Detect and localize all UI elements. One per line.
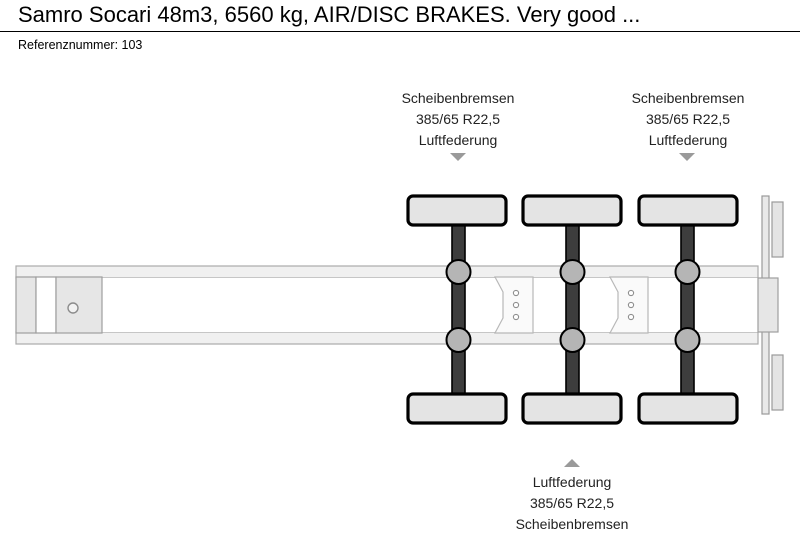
hub-1-lower bbox=[445, 327, 472, 353]
axle-bar-1 bbox=[451, 214, 466, 396]
spring-hanger-hole-b1 bbox=[627, 289, 635, 297]
annotation-top-right-line1: Scheibenbremsen bbox=[631, 90, 745, 106]
annotation-bottom-center-line1: Luftfederung bbox=[532, 474, 612, 490]
axle-bar-3 bbox=[680, 214, 695, 396]
annotation-top-right-line3: Luftfederung bbox=[648, 132, 728, 148]
rear-underrun-bumper bbox=[757, 195, 784, 415]
annotation-top-left-line3: Luftfederung bbox=[418, 132, 498, 148]
rear-cross-member bbox=[757, 277, 779, 333]
spring-hanger-hole-a3 bbox=[512, 313, 520, 321]
arrow-down-icon-left bbox=[450, 153, 466, 161]
wheel-3-lower bbox=[637, 392, 739, 425]
rear-post-upper bbox=[761, 195, 770, 281]
spring-hanger-hole-b3 bbox=[627, 313, 635, 321]
hub-3-upper bbox=[674, 259, 701, 285]
annotation-bottom-center: Luftfederung 385/65 R22,5 Scheibenbremse… bbox=[492, 472, 652, 535]
kingpin-plate-strip-1 bbox=[15, 276, 37, 334]
wheel-1-lower bbox=[406, 392, 508, 425]
spring-hanger-hole-a1 bbox=[512, 289, 520, 297]
wheel-1-upper bbox=[406, 194, 508, 227]
annotation-top-right-line2: 385/65 R22,5 bbox=[645, 111, 731, 127]
spring-hanger-hole-b2 bbox=[627, 301, 635, 309]
kingpin-plate-main bbox=[55, 276, 103, 334]
hub-2-upper bbox=[559, 259, 586, 285]
reference-number: Referenznummer: 103 bbox=[18, 38, 143, 52]
annotation-top-left: Scheibenbremsen 385/65 R22,5 Luftfederun… bbox=[378, 88, 538, 151]
arrow-up-icon-bottom bbox=[564, 459, 580, 467]
axle-group-2 bbox=[521, 194, 623, 425]
annotation-top-right: Scheibenbremsen 385/65 R22,5 Luftfederun… bbox=[608, 88, 768, 151]
wheel-2-upper bbox=[521, 194, 623, 227]
rear-bumper-pad-upper bbox=[771, 201, 784, 258]
annotation-top-left-line2: 385/65 R22,5 bbox=[415, 111, 501, 127]
axle-group-1 bbox=[406, 194, 508, 425]
rear-post-lower bbox=[761, 329, 770, 415]
annotation-top-left-line1: Scheibenbremsen bbox=[401, 90, 515, 106]
kingpin-plate-gap bbox=[35, 276, 57, 334]
chassis-rail-lower bbox=[15, 331, 759, 345]
spring-hanger-brackets bbox=[494, 276, 649, 334]
wheel-2-lower bbox=[521, 392, 623, 425]
annotation-bottom-center-line3: Scheibenbremsen bbox=[515, 516, 629, 532]
arrow-down-icon-right bbox=[679, 153, 695, 161]
page-title: Samro Socari 48m3, 6560 kg, AIR/DISC BRA… bbox=[18, 2, 641, 27]
wheel-3-upper bbox=[637, 194, 739, 227]
hub-2-lower bbox=[559, 327, 586, 353]
annotation-bottom-center-line2: 385/65 R22,5 bbox=[529, 495, 615, 511]
rear-bumper-pad-lower bbox=[771, 354, 784, 411]
kingpin-plate bbox=[15, 276, 103, 334]
header-bar: Samro Socari 48m3, 6560 kg, AIR/DISC BRA… bbox=[0, 0, 800, 32]
hub-1-upper bbox=[445, 259, 472, 285]
hub-3-lower bbox=[674, 327, 701, 353]
kingpin-bolt-icon bbox=[67, 302, 79, 314]
chassis-rail-upper bbox=[15, 265, 759, 279]
spring-hanger-hole-a2 bbox=[512, 301, 520, 309]
axle-group-3 bbox=[637, 194, 739, 425]
axle-bar-2 bbox=[565, 214, 580, 396]
